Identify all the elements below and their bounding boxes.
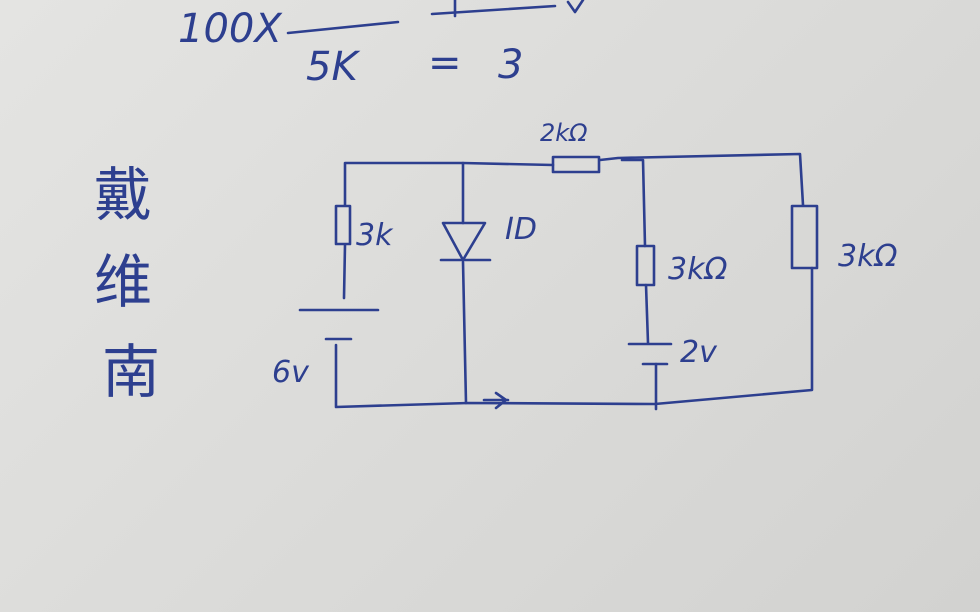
side-label-char-1: 戴: [94, 161, 152, 229]
right-resistor-body: [790, 204, 819, 270]
mid-voltage-source: 2v: [627, 335, 718, 370]
diode-bottom-wire: [461, 260, 468, 405]
top-equals: =: [428, 40, 462, 86]
left-branch-upper-wire: [342, 243, 347, 300]
top-left-text: 100X: [178, 6, 283, 52]
left-source-label: 6v: [272, 355, 310, 390]
top-resistor: 2kΩ: [540, 119, 601, 174]
diode-triangle: [441, 221, 487, 262]
mid-branch-top-wire: [620, 158, 647, 248]
top-bottom-text: 5K: [306, 44, 360, 90]
bottom-current-arrow: [482, 391, 510, 410]
top-resistor-label: 2kΩ: [540, 119, 588, 147]
mid-resistor: 3kΩ: [635, 244, 727, 287]
top-calculation: 100X 5K = 3: [178, 0, 585, 90]
top-resistor-body: [551, 155, 601, 174]
top-right-wire: [598, 152, 805, 207]
left-resistor-body: [334, 204, 352, 246]
left-voltage-source: 6v: [272, 308, 380, 390]
mid-resistor-body: [635, 244, 656, 287]
fraction-line-left: [286, 20, 400, 35]
right-resistor: 3kΩ: [790, 204, 897, 274]
left-resistor: 3k: [334, 204, 394, 253]
side-label-char-3: 南: [102, 338, 160, 406]
left-resistor-label: 3k: [356, 218, 394, 253]
diode-current-label: ID: [505, 212, 537, 247]
side-label-char-2: 维: [94, 248, 152, 316]
wires: [334, 152, 814, 411]
fraction-line-right: [430, 4, 557, 16]
fraction-marks: [453, 0, 585, 18]
mid-resistor-label: 3kΩ: [668, 252, 727, 287]
top-result: 3: [498, 42, 523, 88]
mid-branch-middle-wire: [644, 283, 650, 345]
mid-source-label: 2v: [680, 335, 718, 370]
right-resistor-label: 3kΩ: [838, 239, 897, 274]
side-label: 戴 维 南: [94, 161, 160, 406]
bottom-wire: [334, 266, 814, 409]
diode: ID: [439, 212, 537, 262]
top-left-wire: [343, 161, 555, 207]
